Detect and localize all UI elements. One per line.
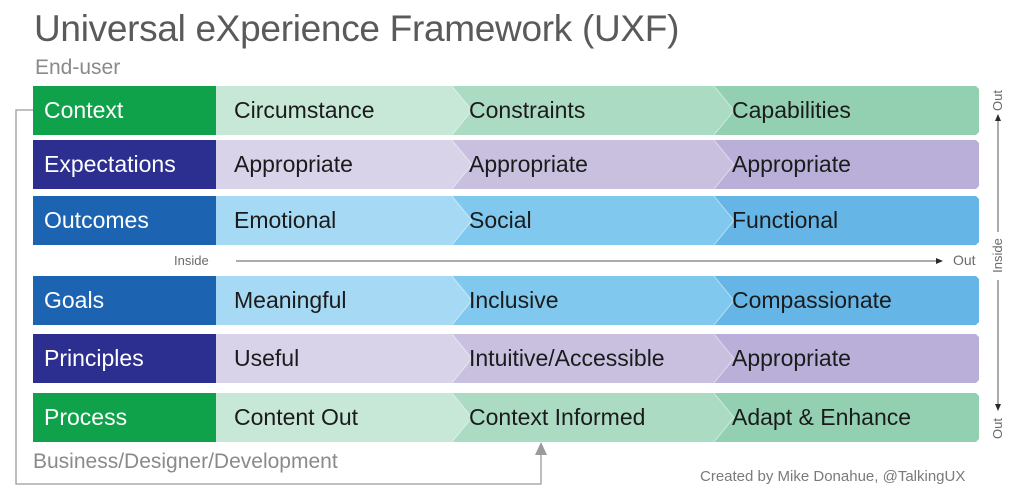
chevron-edge — [451, 86, 473, 135]
cell-text: Meaningful — [234, 287, 347, 313]
business-designer-development-label: Business/Designer/Development — [33, 450, 338, 473]
row-outcomes: Outcomes Emotional Social Functional — [33, 196, 979, 245]
cell-text: Appropriate — [732, 345, 851, 371]
chevron-segments — [216, 140, 979, 189]
chevron-segment — [452, 334, 734, 383]
cell-text: Capabilities — [732, 97, 851, 123]
chevron-segment — [216, 196, 472, 245]
row-header: Process — [33, 393, 216, 442]
chevron-segments — [216, 393, 979, 442]
end-user-label: End-user — [35, 56, 121, 79]
chevron-segment — [452, 276, 734, 325]
vertical-axis-arrowhead-down — [995, 404, 1001, 411]
chevron-segment — [714, 276, 979, 325]
chevron-edge — [451, 276, 473, 325]
chevron-segment — [452, 196, 734, 245]
chevron-segment — [452, 393, 734, 442]
row-header: Context — [33, 86, 216, 135]
chevron-edge — [713, 334, 735, 383]
chevron-edge — [713, 393, 735, 442]
credit-text: Created by Mike Donahue, @TalkingUX — [700, 468, 966, 485]
row-cells: Appropriate Appropriate Appropriate — [216, 140, 979, 189]
feedback-loop-line — [15, 109, 542, 485]
chevron-edge — [451, 140, 473, 189]
row-principles: Principles Useful Intuitive/Accessible Appr… — [33, 334, 979, 383]
chevron-segments — [216, 196, 979, 245]
horizontal-axis-start-label: Inside — [174, 253, 209, 268]
chevron-edge — [713, 276, 735, 325]
cell-text: Social — [469, 207, 532, 233]
feedback-arrowhead — [535, 442, 547, 455]
row-goals: Goals Meaningful Inclusive Compassionate — [33, 276, 979, 325]
chevron-edge — [713, 196, 735, 245]
cell-text: Inclusive — [469, 287, 559, 313]
horizontal-axis-end-label: Out — [953, 252, 976, 268]
chevron-segments — [216, 276, 979, 325]
vertical-axis-middle-label: Inside — [989, 238, 1005, 273]
cell-text: Appropriate — [469, 151, 588, 177]
vertical-axis-arrowhead-up — [995, 114, 1001, 121]
chevron-segment — [714, 140, 979, 189]
row-cells: Useful Intuitive/Accessible Appropriate — [216, 334, 979, 383]
vertical-axis-top-label: Out — [989, 90, 1005, 111]
row-header: Principles — [33, 334, 216, 383]
cell-text: Compassionate — [732, 287, 892, 313]
cell-text: Emotional — [234, 207, 337, 233]
chevron-segment — [216, 140, 472, 189]
chevron-edge — [713, 86, 735, 135]
cell-text: Appropriate — [234, 151, 353, 177]
chevron-segment — [216, 393, 472, 442]
cell-text: Useful — [234, 345, 300, 371]
cell-text: Circumstance — [234, 97, 375, 123]
row-process: Process Content Out Context Informed Adapt … — [33, 393, 979, 442]
cell-text: Content Out — [234, 404, 359, 430]
row-cells: Meaningful Inclusive Compassionate — [216, 276, 979, 325]
chevron-segment — [714, 196, 979, 245]
vertical-axis-bottom-label: Out — [989, 418, 1005, 439]
chevron-edge — [713, 140, 735, 189]
chevron-segment — [714, 393, 979, 442]
chevron-edge — [451, 334, 473, 383]
chevron-edge — [451, 393, 473, 442]
chevron-segment — [452, 140, 734, 189]
cell-text: Appropriate — [732, 151, 851, 177]
chevron-edge — [451, 196, 473, 245]
chevron-segment — [452, 86, 734, 135]
chevron-segment — [216, 276, 472, 325]
row-cells: Circumstance Constraints Capabilities — [216, 86, 979, 135]
diagram-title: Universal eXperience Framework (UXF) — [34, 8, 680, 49]
row-context: Context Circumstance Constraints Capabiliti… — [33, 86, 979, 135]
chevron-segment — [216, 86, 472, 135]
cell-text: Constraints — [469, 97, 586, 123]
row-header: Expectations — [33, 140, 216, 189]
cell-text: Adapt & Enhance — [732, 404, 912, 430]
chevron-segment — [216, 334, 472, 383]
chevron-segments — [216, 86, 979, 135]
chevron-segments — [216, 334, 979, 383]
row-cells: Content Out Context Informed Adapt & Enhan… — [216, 393, 979, 442]
cell-text: Functional — [732, 207, 839, 233]
cell-text: Intuitive/Accessible — [469, 345, 665, 371]
chevron-segment — [714, 86, 979, 135]
cell-text: Context Informed — [469, 404, 646, 430]
horizontal-axis-arrowhead — [936, 258, 943, 264]
row-header: Outcomes — [33, 196, 216, 245]
row-header: Goals — [33, 276, 216, 325]
chevron-segment — [714, 334, 979, 383]
row-cells: Emotional Social Functional — [216, 196, 979, 245]
